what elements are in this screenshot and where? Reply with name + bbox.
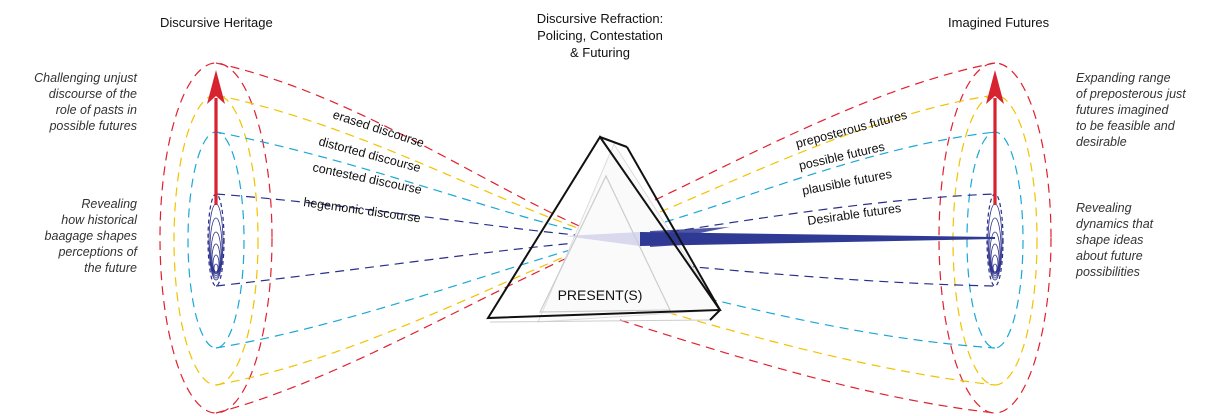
right-ellipse-red — [938, 62, 1052, 414]
prism-front-face — [486, 135, 722, 320]
right-band-label-preposterous: preposterous futures — [794, 108, 908, 151]
right-band-red-top — [654, 62, 996, 201]
prism-side-edge-right — [626, 146, 721, 311]
prism-side-edge-bottom — [709, 309, 721, 321]
right-swirl — [987, 203, 1003, 281]
prism-inner-beams — [565, 232, 640, 246]
left-note-bottom-line: baagage shapes — [44, 229, 137, 243]
left-band-red-top — [215, 62, 599, 235]
heading-refraction-line-1: Discursive Refraction: — [536, 11, 664, 26]
right-band-navy-top — [669, 193, 996, 233]
left-note-challenging: Challenging unjust discourse of the role… — [2, 70, 137, 134]
right-note-top-line: desirable — [1076, 135, 1127, 149]
left-note-top-line: possible futures — [49, 119, 137, 133]
left-note-bottom-line: perceptions of — [58, 245, 137, 259]
heading-discursive-heritage: Discursive Heritage — [160, 15, 273, 30]
heading-imagined-futures: Imagined Futures — [948, 15, 1050, 30]
right-note-bottom-line: Revealing — [1076, 201, 1132, 215]
right-note-bottom-line: about future — [1076, 249, 1143, 263]
left-band-label-hegemonic: hegemonic discourse — [303, 195, 422, 225]
right-upward-arrow — [986, 70, 1004, 205]
right-note-bottom-line: possibilities — [1076, 265, 1140, 279]
right-band-cyan-bottom — [634, 279, 996, 349]
left-note-top-line: role of pasts in — [55, 103, 137, 117]
right-band-label-plausible: plausible futures — [801, 167, 893, 198]
left-note-bottom-line: Revealing — [81, 197, 137, 211]
prism-side-edge-top — [599, 136, 628, 148]
right-note-revealing: Revealing dynamics that shape ideas abou… — [1076, 200, 1214, 280]
right-band-navy-bottom — [639, 261, 996, 287]
prism-present-label: PRESENT(S) — [558, 287, 643, 303]
left-band-cyan-bottom — [215, 241, 599, 349]
left-swirl — [208, 203, 224, 281]
right-band-yellow-bottom — [624, 299, 996, 386]
left-ellipse-red — [159, 62, 273, 414]
right-blue-beam — [640, 232, 995, 246]
left-note-revealing: Revealing how historical baagage shapes … — [2, 196, 137, 276]
left-band-labels: erased discourse distorted discourse con… — [303, 108, 426, 226]
right-note-top-line: of preposterous just — [1076, 87, 1186, 101]
right-bands — [619, 62, 996, 414]
right-note-expanding: Expanding range of preposterous just fut… — [1076, 70, 1214, 150]
left-bands — [215, 62, 599, 414]
left-note-bottom-line: how historical — [61, 213, 137, 227]
right-band-label-desirable: Desirable futures — [806, 201, 902, 228]
heading-refraction-line-2: Policing, Contestation — [537, 28, 663, 43]
right-note-bottom-line: shape ideas — [1076, 233, 1144, 247]
prism-base-ghost — [489, 319, 711, 323]
left-band-yellow-bottom — [215, 242, 599, 386]
right-note-top-line: futures imagined — [1076, 103, 1169, 117]
right-band-red-bottom — [619, 319, 996, 414]
left-band-navy-bottom — [215, 240, 599, 287]
heading-refraction-line-3: & Futuring — [570, 45, 630, 60]
right-band-cyan-top — [664, 131, 996, 223]
right-note-top-line: Expanding range — [1076, 71, 1171, 85]
present-prism: PRESENT(S) — [486, 135, 995, 323]
heading-discursive-refraction: Discursive Refraction: Policing, Contest… — [510, 10, 690, 61]
right-note-top-line: to be feasible and — [1076, 119, 1175, 133]
left-band-cyan-top — [215, 131, 599, 237]
right-note-bottom-line: dynamics that — [1076, 217, 1154, 231]
left-note-top-line: Challenging unjust — [34, 71, 137, 85]
left-note-top-line: discourse of the — [48, 87, 137, 101]
left-note-bottom-line: the future — [84, 261, 137, 275]
left-upward-arrow — [207, 70, 225, 205]
left-band-red-bottom — [215, 243, 599, 414]
left-band-yellow-top — [215, 94, 599, 236]
